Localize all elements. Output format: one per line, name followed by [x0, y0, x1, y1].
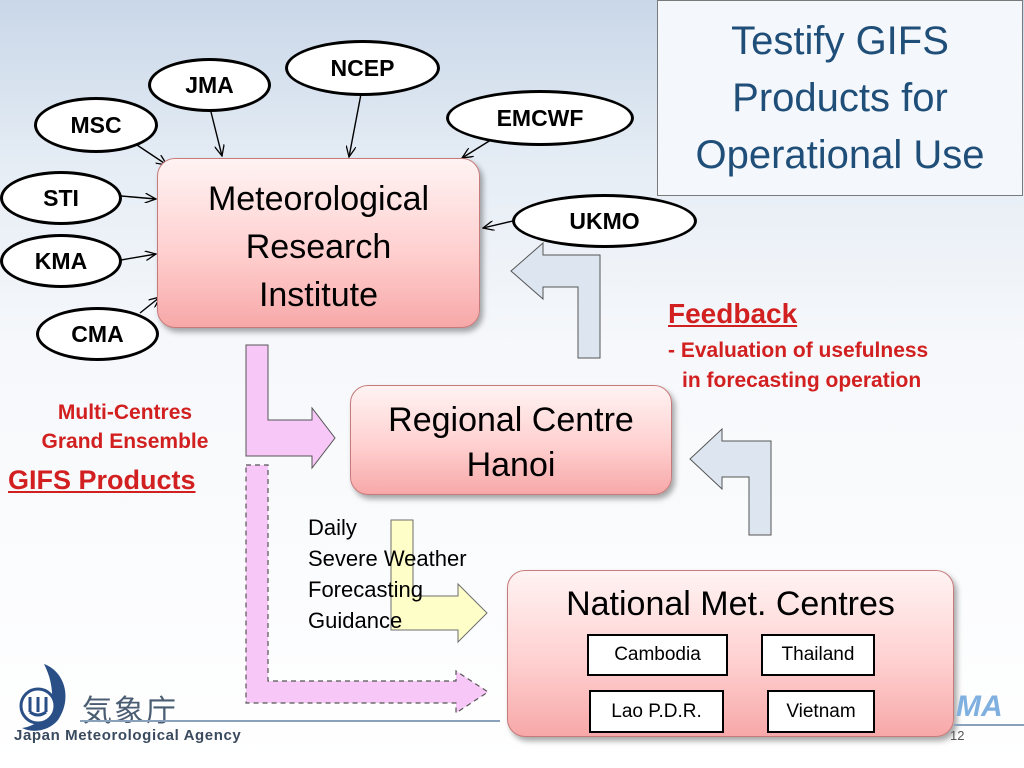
jma-logo-icon — [19, 664, 66, 731]
mri-line-2: Research — [245, 228, 392, 266]
feedback-line-2: in forecasting operation — [682, 369, 922, 392]
slide-title: Testify GIFS Products for Operational Us… — [657, 0, 1023, 196]
corner-rule — [954, 724, 1024, 726]
ncep-oval: NCEP — [285, 40, 440, 96]
national-centres-box: National Met. Centres — [507, 570, 954, 737]
kma-oval: KMA — [0, 234, 122, 288]
mri-line-1: Meteorological — [207, 180, 430, 218]
arrow-sti-to-mri — [120, 196, 156, 199]
jma-logo-divider — [80, 720, 500, 722]
jma-oval: JMA — [148, 58, 271, 112]
multi-centres-label: Multi-Centres Grand Ensemble — [10, 398, 240, 456]
regional-line-1: Regional Centre — [388, 401, 634, 439]
block-arrow-feedback-to-regional — [689, 427, 772, 536]
title-line-1: Testify GIFS — [731, 19, 949, 63]
cma-oval: CMA — [36, 307, 159, 361]
msc-oval: MSC — [34, 97, 158, 153]
daily-line-3: Forecasting — [308, 577, 423, 602]
title-line-2: Products for — [732, 76, 948, 120]
regional-line-2: Hanoi — [466, 446, 556, 484]
feedback-title: Feedback — [668, 298, 798, 329]
sti-oval: STI — [0, 171, 122, 225]
daily-guidance-text: Daily Severe Weather Forecasting Guidanc… — [308, 512, 467, 636]
ukmo-oval: UKMO — [512, 194, 697, 248]
daily-line-1: Daily — [308, 515, 357, 540]
corner-logo-text: MA — [956, 690, 1003, 723]
daily-line-2: Severe Weather — [308, 546, 467, 571]
multi-centres-line-2: Grand Ensemble — [41, 430, 209, 453]
mri-box: Meteorological Research Institute — [157, 158, 480, 328]
feedback-bullet: - — [668, 339, 675, 362]
country-vietnam: Vietnam — [767, 690, 875, 733]
regional-centre-box: Regional Centre Hanoi — [350, 385, 672, 495]
country-cambodia: Cambodia — [587, 634, 728, 676]
multi-centres-line-1: Multi-Centres — [57, 401, 193, 424]
jma-logo-kanji: 気象庁 — [82, 694, 178, 729]
block-arrow-daily-to-national — [390, 519, 488, 644]
arrow-ukmo-to-mri — [483, 219, 518, 228]
arrow-ncep-to-mri — [349, 93, 362, 157]
national-title: National Met. Centres — [566, 585, 895, 623]
title-line-3: Operational Use — [695, 133, 985, 177]
block-arrow-gifs-to-national — [245, 464, 490, 715]
arrow-cma-to-mri — [139, 297, 160, 314]
block-arrow-mri-to-regional — [245, 344, 336, 470]
country-thailand: Thailand — [761, 634, 875, 676]
mri-line-3: Institute — [258, 276, 379, 314]
daily-line-4: Guidance — [308, 608, 403, 633]
gifs-products-label: GIFS Products — [8, 465, 196, 495]
feedback-description: - Evaluation of usefulness in forecastin… — [668, 336, 928, 396]
feedback-line-1: Evaluation of usefulness — [680, 339, 929, 362]
page-number: 12 — [950, 728, 965, 743]
arrow-msc-to-mri — [133, 142, 167, 165]
country-lao: Lao P.D.R. — [589, 690, 724, 733]
block-arrow-feedback-to-mri — [510, 241, 601, 359]
jma-logo-agency: Japan Meteorological Agency — [14, 727, 242, 744]
emcwf-oval: EMCWF — [446, 90, 634, 146]
arrow-jma-to-mri — [208, 103, 222, 156]
arrow-kma-to-mri — [120, 254, 156, 260]
